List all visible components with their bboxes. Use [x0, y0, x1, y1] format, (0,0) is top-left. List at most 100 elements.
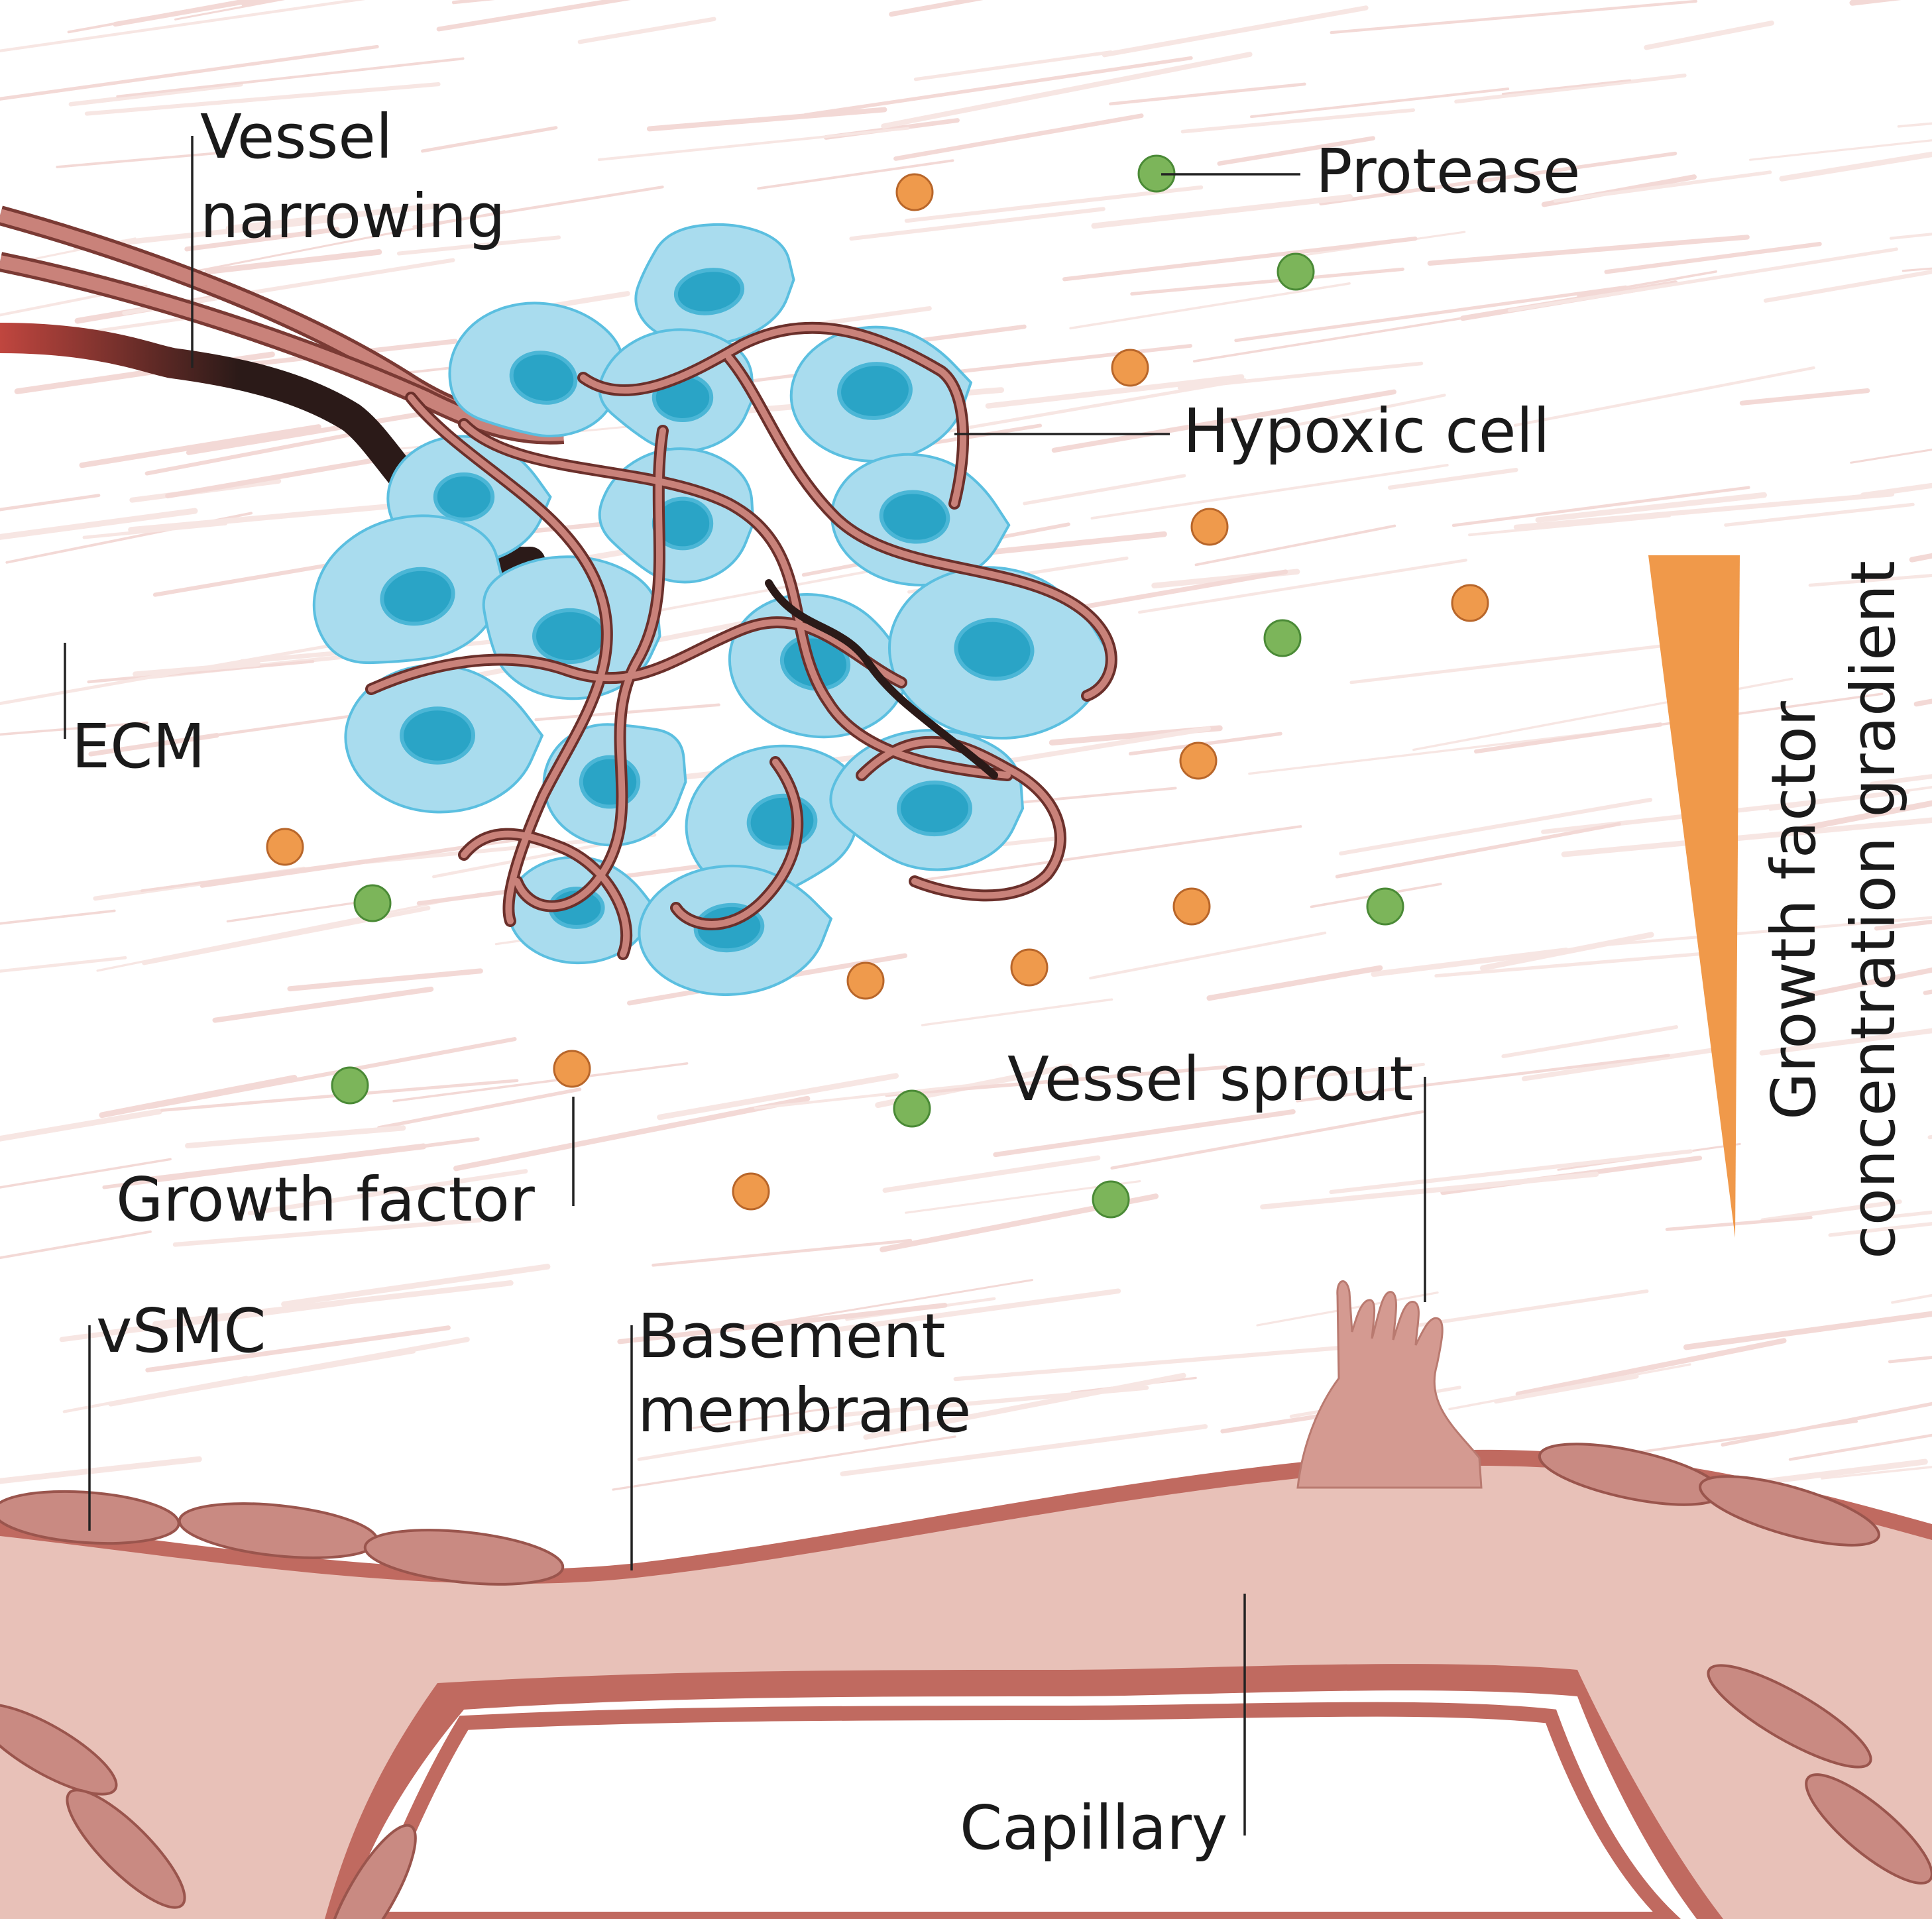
ecm-fiber: [1260, 1172, 1599, 1210]
growth-factor-particle: [1451, 584, 1489, 622]
ecm-fiber: [1665, 1215, 1813, 1231]
ecm-fiber: [1454, 74, 1687, 104]
ecm-fiber: [1849, 0, 1902, 6]
vessel-sprout-label: Vessel sprout: [1007, 1044, 1413, 1115]
ecm-fiber: [1250, 87, 1510, 119]
ecm-fiber: [1319, 151, 1677, 206]
ecm-fiber: [67, 0, 253, 34]
ecm-fiber: [1296, 1054, 1670, 1103]
ecm-fiber: [392, 1062, 689, 1103]
ecm-fiber: [1561, 817, 1932, 857]
growth-factor-particle: [895, 173, 934, 211]
vsmc-cell: [0, 1703, 118, 1796]
ecm-fiber: [1597, 916, 1932, 947]
ecm-fiber: [849, 207, 1106, 241]
ecm-fiber: [1110, 1110, 1424, 1170]
ecm-fiber: [840, 1424, 1208, 1476]
ecm-fiber: [0, 1230, 152, 1260]
leader-lines: [64, 136, 1426, 1836]
ecm-fiber: [1206, 965, 1383, 1001]
protease-particle: [353, 884, 392, 922]
growth-factor-label: Growth factor: [116, 1164, 535, 1235]
ecm-fiber: [803, 56, 1193, 117]
gradient-label-line2: concentration gradient: [1838, 561, 1909, 1259]
ecm-fiber: [152, 1280, 514, 1327]
growth-factor-particle: [1190, 508, 1229, 546]
capillary-lumen: [0, 1466, 1932, 1919]
ecm-fiber: [842, 1386, 1149, 1417]
ecm-fiber: [1909, 553, 1932, 563]
ecm-fiber: [1479, 932, 1654, 971]
cell-nucleus: [433, 472, 495, 521]
ecm-fiber: [1349, 643, 1674, 685]
hypoxic-cell: [634, 223, 795, 346]
ecm-fiber: [1749, 139, 1932, 161]
ecm-fiber: [241, 0, 279, 7]
basement-membrane-label-line2: membrane: [638, 1375, 971, 1446]
growth-factor-particle: [1179, 741, 1218, 780]
ecm-fiber: [1913, 698, 1932, 707]
hypoxic-cell: [830, 453, 1011, 586]
ecm-fiber: [0, 642, 343, 706]
ecm-fiber: [1501, 79, 1631, 95]
ecm-fiber: [1874, 919, 1932, 931]
ecm-fiber: [1724, 502, 1915, 527]
ecm-fiber: [882, 1155, 1101, 1193]
ecm-fiber: [0, 44, 379, 101]
ecm-fiber: [1180, 108, 1416, 134]
ecm-fiber: [1513, 491, 1895, 530]
vessel-narrowing-label-line1: Vessel: [200, 101, 392, 172]
ecm-fiber: [148, 1143, 427, 1183]
ecm-fiber: [0, 1456, 202, 1484]
hypoxic-cell: [448, 302, 624, 438]
ecm-fiber: [953, 1345, 1345, 1382]
ecm-fiber: [1759, 1028, 1932, 1056]
ecm-fiber: [144, 426, 384, 476]
cell-nucleus: [954, 618, 1035, 681]
ecm-fiber: [612, 1435, 956, 1491]
ecm-fiber: [116, 57, 465, 98]
ecm-fiber: [1427, 235, 1750, 266]
ecm-fiber: [1553, 170, 1772, 203]
protease-label: Protease: [1316, 136, 1581, 207]
ecm-fiber: [893, 113, 1144, 161]
ecm-fiber: [1577, 270, 1717, 297]
ecm-fiber: [1387, 467, 1518, 490]
ecm-fiber: [884, 1065, 1227, 1097]
protease-particle: [1366, 887, 1404, 926]
ecm-fiber: [1234, 285, 1628, 343]
ecm-fiber: [225, 203, 441, 231]
vsmc-cell: [1707, 1664, 1872, 1769]
ecm-fiber: [421, 126, 558, 153]
ecm-fiber: [863, 1372, 1186, 1440]
ecm-fiber: [881, 52, 1253, 129]
ecm-fiber: [757, 159, 954, 190]
ecm-fiber: [1799, 800, 1932, 832]
ecm-fiber: [287, 968, 483, 992]
growth-factor-particle: [1172, 887, 1211, 926]
ecm-fiber: [1821, 1466, 1932, 1480]
ecm-label: ECM: [72, 711, 205, 782]
ecm-fiber: [1760, 1199, 1902, 1223]
ecm-fiber: [1051, 389, 1396, 453]
ecm-fiber: [0, 494, 101, 512]
ecm-fiber: [0, 0, 366, 52]
ecm-fiber: [145, 1325, 451, 1373]
cell-nucleus: [879, 490, 950, 544]
hypoxic-cell: [312, 514, 504, 665]
vsmc-cell: [363, 1529, 565, 1586]
vsmc-cell: [66, 1788, 186, 1909]
ecm-fiber: [1779, 151, 1932, 182]
ecm-fiber: [1279, 394, 1446, 430]
ecm-fiber: [127, 434, 267, 460]
ecm-fiber: [141, 838, 527, 893]
ecm-fiber: [171, 210, 506, 277]
ecm-fiber: [281, 1264, 551, 1307]
hypoxic-cell: [888, 566, 1114, 740]
ecm-fiber: [1501, 1025, 1678, 1058]
ecm-fiber: [0, 956, 127, 973]
ecm-fiber: [0, 1109, 162, 1142]
hypoxic-cell: [638, 864, 833, 997]
cell-nucleus: [897, 780, 972, 837]
